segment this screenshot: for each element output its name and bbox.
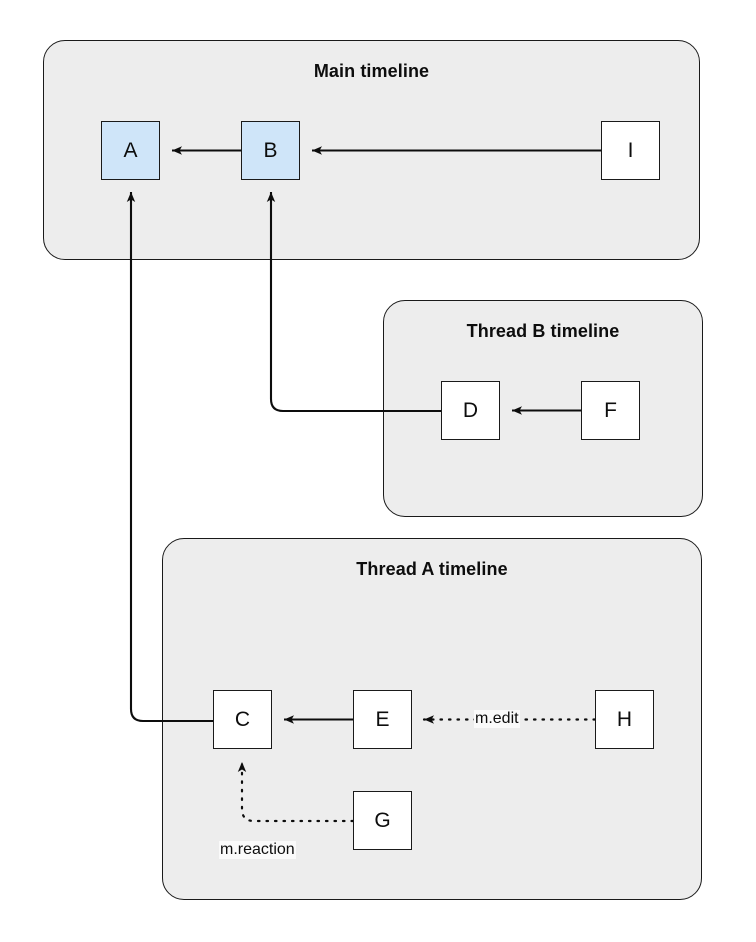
node-c[interactable]: C (213, 690, 272, 749)
group-thread-b-timeline: Thread B timeline (383, 300, 703, 517)
node-a[interactable]: A (101, 121, 160, 180)
node-b-label: B (263, 139, 278, 162)
group-thread-a-timeline-title: Thread A timeline (356, 559, 508, 579)
node-i[interactable]: I (601, 121, 660, 180)
node-e[interactable]: E (353, 690, 412, 749)
group-thread-b-timeline-title: Thread B timeline (466, 321, 620, 341)
node-d[interactable]: D (441, 381, 500, 440)
node-f[interactable]: F (581, 381, 640, 440)
edge-label-m-reaction: m.reaction (219, 841, 296, 860)
node-f-label: F (604, 399, 617, 422)
node-g-label: G (374, 809, 391, 832)
node-d-label: D (462, 399, 479, 422)
node-g[interactable]: G (353, 791, 412, 850)
edge-label-m-edit: m.edit (474, 710, 520, 729)
node-a-label: A (123, 139, 138, 162)
node-i-label: I (627, 139, 634, 162)
group-main-timeline-title: Main timeline (313, 61, 430, 81)
node-h-label: H (616, 708, 633, 731)
node-h[interactable]: H (595, 690, 654, 749)
node-b[interactable]: B (241, 121, 300, 180)
node-c-label: C (234, 708, 251, 731)
node-e-label: E (375, 708, 390, 731)
